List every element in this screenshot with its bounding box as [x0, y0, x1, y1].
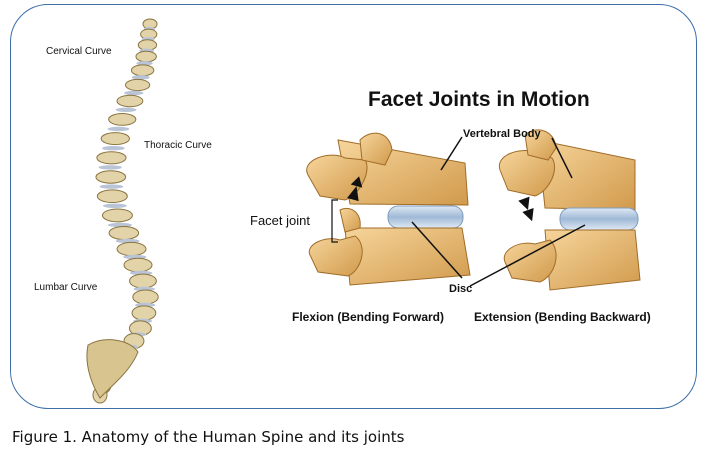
- flexion-vertebrae: [306, 132, 471, 286]
- vertebra: [95, 170, 127, 184]
- extension-vertebrae: [469, 129, 641, 291]
- spinal-disc: [136, 61, 153, 66]
- vertebra: [96, 151, 127, 165]
- disc-label: Disc: [449, 283, 473, 295]
- thoracic-curve-label: Thoracic Curve: [144, 140, 212, 151]
- diagram-title: Facet Joints in Motion: [368, 88, 590, 111]
- extension-label: Extension (Bending Backward): [474, 310, 651, 324]
- vertebra: [125, 78, 151, 92]
- vertebra: [131, 305, 157, 321]
- spinal-disc: [131, 75, 150, 80]
- vertebra: [101, 208, 133, 223]
- spine-illustration: [86, 18, 159, 404]
- spinal-disc: [98, 165, 122, 170]
- sacrum: [86, 339, 139, 399]
- spinal-disc: [115, 107, 137, 113]
- vertebra: [108, 225, 140, 241]
- vertebra: [100, 132, 130, 146]
- vertebra: [130, 64, 155, 77]
- vertebra: [108, 113, 137, 126]
- vertebra: [116, 94, 144, 108]
- vertebral-body-label: Vertebral Body: [463, 128, 541, 140]
- vertebra: [123, 257, 153, 273]
- vertebra: [132, 289, 159, 305]
- facet-bracket: [331, 199, 338, 243]
- spinal-disc: [107, 126, 130, 132]
- facet-joint-label: Facet joint: [250, 213, 310, 228]
- vertebra: [135, 50, 157, 63]
- spinal-disc: [124, 90, 144, 96]
- vertebra: [96, 189, 128, 204]
- cervical-curve-label: Cervical Curve: [46, 46, 112, 57]
- spinal-disc: [102, 146, 125, 151]
- vertebra: [129, 273, 157, 289]
- flexion-label: Flexion (Bending Forward): [292, 310, 444, 324]
- spinal-disc: [99, 184, 124, 189]
- lumbar-curve-label: Lumbar Curve: [34, 282, 98, 293]
- figure-caption: Figure 1. Anatomy of the Human Spine and…: [12, 428, 405, 446]
- vertebra: [116, 241, 147, 257]
- spinal-disc: [102, 203, 127, 208]
